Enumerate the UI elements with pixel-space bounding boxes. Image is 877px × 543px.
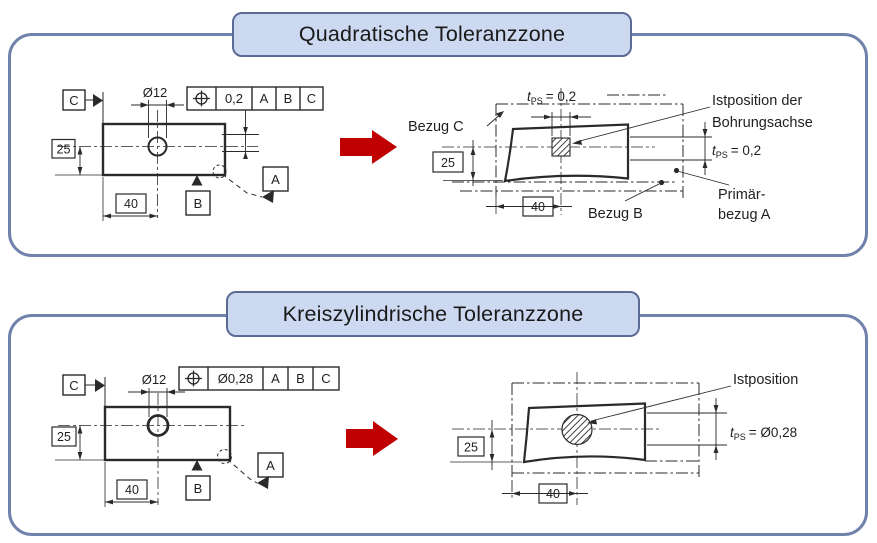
datum-c-label: C bbox=[62, 89, 103, 111]
tolerance-right-dimension: tPS= Ø0,28 bbox=[647, 398, 797, 460]
svg-text:B: B bbox=[194, 196, 203, 211]
svg-text:25: 25 bbox=[441, 156, 455, 170]
height-dimension: 25 bbox=[51, 425, 105, 461]
istposition-label: Istposition der Bohrungsachse bbox=[572, 93, 813, 145]
square-tolerance-zone bbox=[551, 137, 571, 157]
datum-triangle-icon bbox=[191, 460, 203, 471]
panel1-part-drawing: C Ø12 bbox=[51, 85, 324, 221]
datum-triangle-icon bbox=[95, 379, 105, 392]
svg-text:Istposition: Istposition bbox=[733, 372, 798, 388]
datum-triangle-icon bbox=[257, 476, 269, 489]
position-tolerance-icon bbox=[185, 370, 202, 387]
svg-text:tPS= 0,2: tPS= 0,2 bbox=[527, 89, 576, 106]
height-dimension: 25 bbox=[432, 140, 503, 186]
height-dimension: 25 bbox=[51, 138, 103, 176]
svg-text:A: A bbox=[260, 91, 269, 106]
svg-text:bezug A: bezug A bbox=[718, 207, 771, 223]
banner-quadratische: Quadratische Toleranzzone bbox=[232, 12, 632, 57]
hole-diameter-dimension: Ø12 bbox=[131, 85, 184, 138]
hole-diameter-dimension: Ø12 bbox=[128, 372, 185, 417]
datum-b-label: B bbox=[185, 175, 211, 216]
svg-text:B: B bbox=[194, 481, 203, 496]
svg-text:40: 40 bbox=[546, 487, 560, 501]
svg-text:B: B bbox=[284, 91, 293, 106]
svg-text:40: 40 bbox=[124, 197, 138, 211]
primaerbezug-a-label: Primär- bezug A bbox=[673, 167, 771, 223]
svg-text:Bezug C: Bezug C bbox=[408, 119, 464, 135]
part-outline bbox=[103, 405, 232, 462]
svg-text:A: A bbox=[271, 172, 280, 187]
svg-text:tPS= 0,2: tPS= 0,2 bbox=[712, 143, 761, 160]
datum-triangle-icon bbox=[262, 190, 274, 203]
position-tolerance-icon bbox=[193, 90, 210, 107]
banner-kreiszylindrische: Kreiszylindrische Toleranzzone bbox=[226, 291, 640, 337]
svg-text:40: 40 bbox=[531, 200, 545, 214]
datum-a-label: A bbox=[217, 449, 284, 489]
svg-text:Primär-: Primär- bbox=[718, 187, 766, 203]
svg-text:40: 40 bbox=[125, 483, 139, 497]
feature-control-frame: 0,2 A B C bbox=[186, 86, 324, 111]
svg-text:25: 25 bbox=[57, 143, 71, 157]
panel-kreiszylindrische-toleranzzone bbox=[8, 314, 868, 536]
svg-text:Ø0,28: Ø0,28 bbox=[218, 371, 253, 386]
bezug-b-label: Bezug B bbox=[588, 179, 665, 222]
panel1-tolerance-zone-drawing: tPS= 0,2 Bezug C Istposition der Bohrung… bbox=[408, 88, 813, 223]
tolerance-right-dimension: tPS= 0,2 bbox=[630, 122, 761, 175]
svg-text:25: 25 bbox=[57, 430, 71, 444]
svg-text:A: A bbox=[271, 371, 280, 386]
transform-arrow-icon bbox=[346, 421, 398, 456]
part-outline bbox=[101, 122, 227, 177]
actual-part-outline bbox=[503, 123, 630, 183]
datum-triangle-icon bbox=[93, 94, 103, 107]
datum-b-label: B bbox=[185, 460, 211, 501]
svg-text:tPS= Ø0,28: tPS= Ø0,28 bbox=[730, 425, 797, 442]
width-dimension: 40 bbox=[104, 462, 158, 507]
istposition-label: Istposition bbox=[587, 372, 798, 425]
cylindrical-tolerance-zone bbox=[561, 413, 593, 446]
actual-part-outline bbox=[522, 402, 647, 464]
svg-text:C: C bbox=[69, 93, 78, 108]
svg-text:C: C bbox=[321, 371, 330, 386]
panel2-tolerance-zone-drawing: Istposition tPS= Ø0,28 25 bbox=[450, 372, 798, 505]
datum-c-label: C bbox=[62, 374, 105, 396]
datum-frame-chain-lines bbox=[511, 382, 700, 500]
height-dimension: 25 bbox=[450, 420, 522, 470]
width-dimension: 40 bbox=[102, 177, 158, 221]
width-dimension: 40 bbox=[502, 483, 588, 504]
bezug-c-label: Bezug C bbox=[408, 111, 504, 135]
svg-text:C: C bbox=[69, 378, 78, 393]
svg-text:A: A bbox=[266, 458, 275, 473]
panel2-part-drawing: C Ø12 Ø0,28 bbox=[51, 366, 340, 507]
svg-text:Bezug B: Bezug B bbox=[588, 206, 643, 222]
svg-text:Istposition der: Istposition der bbox=[712, 93, 802, 109]
width-dimension: 40 bbox=[486, 196, 572, 217]
panel2-title: Kreiszylindrische Toleranzzone bbox=[282, 301, 584, 326]
svg-text:25: 25 bbox=[464, 441, 478, 455]
datum-triangle-icon bbox=[191, 175, 203, 186]
svg-text:B: B bbox=[296, 371, 305, 386]
svg-text:Ø12: Ø12 bbox=[143, 85, 168, 100]
svg-text:Bohrungsachse: Bohrungsachse bbox=[712, 115, 813, 131]
svg-text:0,2: 0,2 bbox=[225, 91, 243, 106]
svg-text:C: C bbox=[307, 91, 316, 106]
svg-text:Ø12: Ø12 bbox=[142, 372, 167, 387]
datum-a-label: A bbox=[212, 164, 289, 203]
tolerance-top-dimension: tPS= 0,2 bbox=[527, 89, 591, 136]
panel1-title: Quadratische Toleranzzone bbox=[298, 22, 566, 46]
feature-control-frame: Ø0,28 A B C bbox=[178, 366, 340, 391]
fcf-leader bbox=[222, 110, 259, 159]
transform-arrow-icon bbox=[340, 130, 397, 164]
